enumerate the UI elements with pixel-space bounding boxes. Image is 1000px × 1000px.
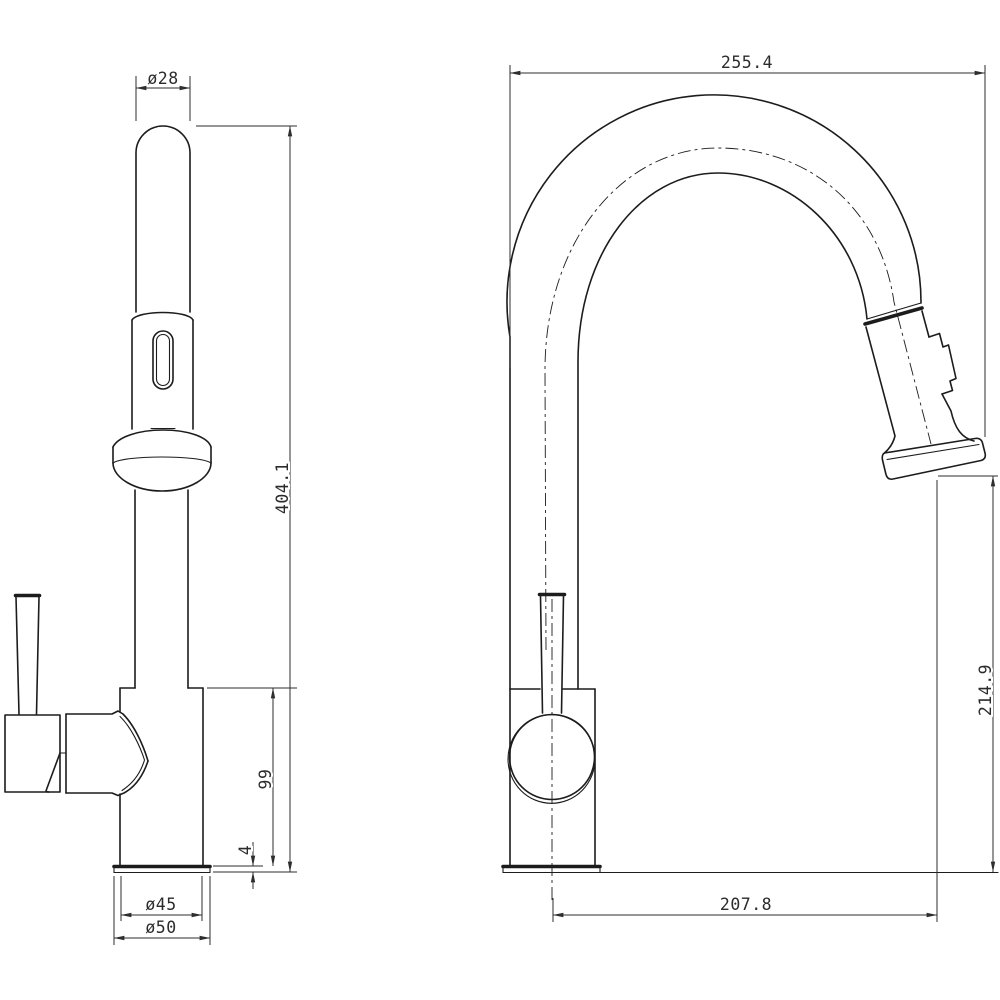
spray-head-body-sides — [131, 319, 194, 430]
body-cap-bottom — [65, 760, 149, 797]
spray-face-side-inner-line — [886, 443, 980, 461]
spray-head-side-left — [865, 326, 896, 454]
head-joint-band — [863, 306, 924, 326]
handle-ball-ring — [507, 714, 596, 804]
spout-inner-arc — [577, 172, 868, 690]
body-cap-top — [65, 710, 149, 762]
spray-face-front-rim — [112, 456, 212, 464]
body-sides — [119, 687, 204, 866]
dim-label-outlet-height: 214.9 — [976, 664, 995, 716]
dim-label-base-diameter: ø50 — [145, 918, 176, 937]
dim-label-body-height: 99 — [256, 769, 275, 790]
ext-body-height — [207, 687, 297, 867]
spray-head-side-right — [921, 310, 930, 338]
handle-base-block — [4, 714, 61, 793]
spray-head-neck-right — [941, 393, 975, 442]
side-view — [501, 94, 999, 900]
side-view-dimensions: 255.4 214.9 207.8 — [509, 51, 998, 922]
dim-label-spout-reach: 207.8 — [720, 895, 772, 914]
ext-spout-reach — [552, 480, 938, 922]
dim-label-overall-depth: 255.4 — [721, 53, 773, 72]
spray-head-slot-inner — [155, 333, 171, 387]
ext-base-diameter — [113, 876, 211, 945]
dim-label-head-diameter: ø28 — [147, 69, 178, 88]
spray-head-slot-outer — [152, 330, 174, 390]
body-cap-inner-curves — [119, 715, 146, 792]
side-body-sides — [509, 688, 596, 866]
front-view-dimensions: ø28 404.1 99 4 ø45 ø50 — [113, 67, 297, 945]
spray-head-shoulder — [131, 311, 194, 321]
side-flange-outline — [502, 865, 601, 874]
front-view — [4, 125, 212, 874]
dim-label-body-diameter: ø45 — [145, 895, 176, 914]
dim-label-overall-height: 404.1 — [273, 462, 292, 514]
spout-centerline — [544, 147, 932, 651]
spray-head-top-cylinder — [135, 125, 191, 313]
spout-end-cap — [866, 302, 922, 320]
spray-face-top — [112, 429, 212, 448]
spray-face-sides — [112, 446, 212, 464]
ext-overall-depth — [509, 65, 986, 437]
ext-head-diameter — [135, 76, 191, 121]
handle-lever — [15, 596, 40, 715]
spray-face-bottom-rim — [112, 462, 212, 492]
spray-face-side — [881, 437, 987, 480]
handle-base-diagonal — [45, 752, 61, 793]
base-flange-outline — [113, 865, 211, 874]
dim-label-base-thickness: 4 — [236, 845, 255, 855]
neck-tube — [134, 489, 189, 689]
spout-outer-arc — [506, 94, 922, 690]
side-lever — [539, 595, 565, 714]
spray-head-button — [928, 332, 957, 395]
